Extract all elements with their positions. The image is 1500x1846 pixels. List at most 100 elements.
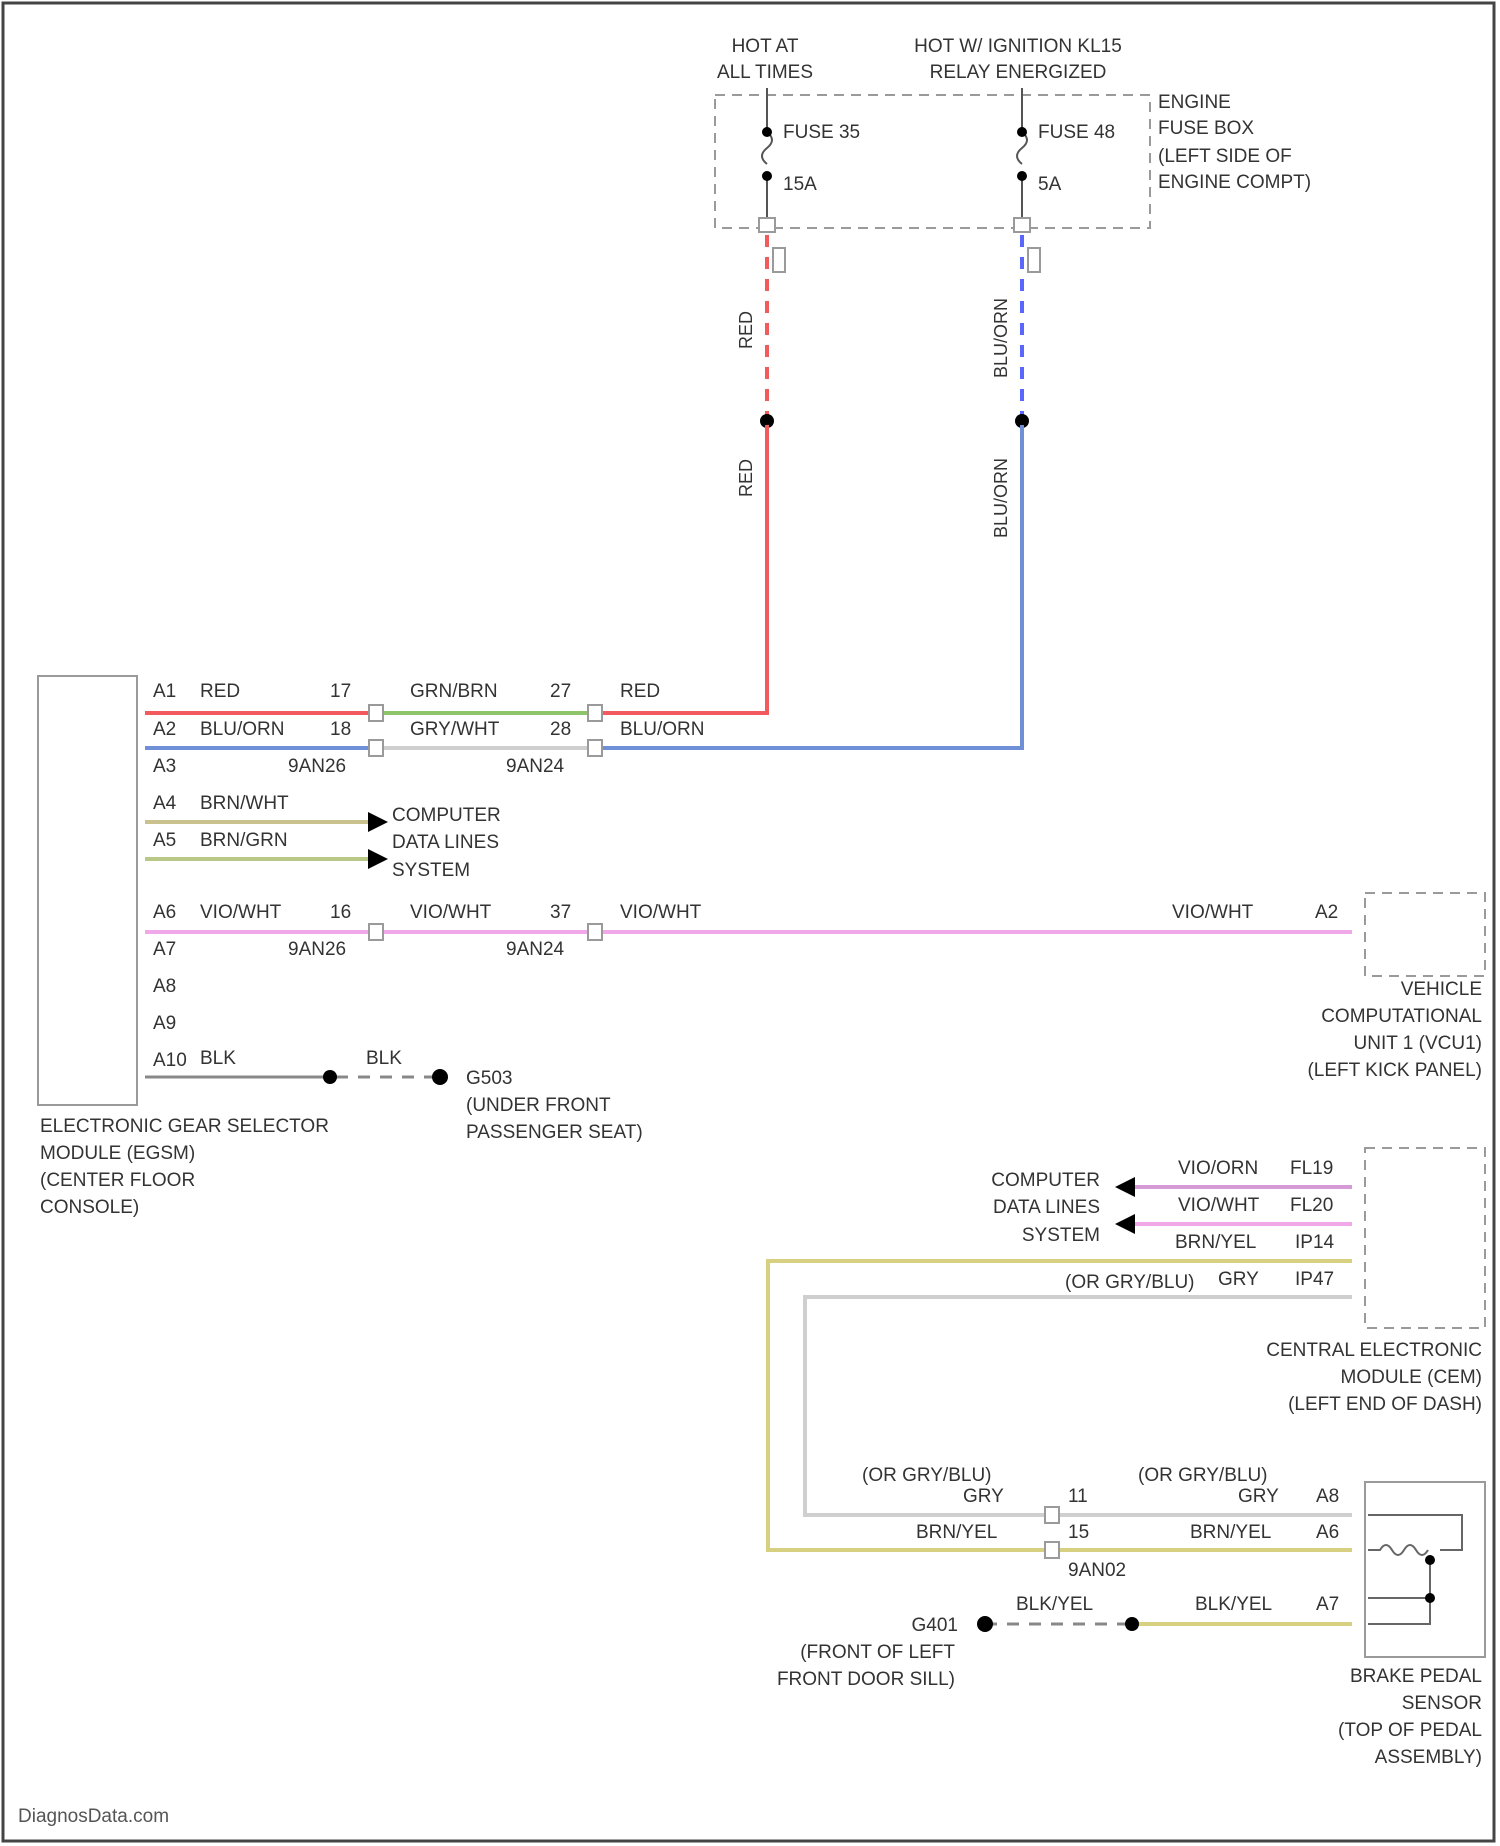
egsm-label-line2: MODULE (EGSM): [40, 1143, 195, 1164]
fuse-box-label-line3: (LEFT SIDE OF: [1158, 146, 1292, 167]
label-conn-28: 28: [550, 719, 571, 740]
connector-a2-right: [588, 740, 602, 756]
connector-a1-right: [588, 705, 602, 721]
label-conn-15: 15: [1068, 1522, 1089, 1543]
cem-pin-ip14: IP14: [1295, 1232, 1335, 1253]
label-mid2-gry: GRY/WHT: [410, 719, 500, 740]
label-conn-18: 18: [330, 719, 351, 740]
watermark: DiagnosData.com: [18, 1806, 169, 1827]
ground-g503-symbol: [432, 1069, 448, 1085]
label-brake-gry-right: GRY: [1238, 1486, 1279, 1507]
vcu1-label: VEHICLE COMPUTATIONAL UNIT 1 (VCU1) (LEF…: [1307, 979, 1482, 1081]
connector-brn-15: [1045, 1542, 1059, 1558]
connector-gry-11: [1045, 1507, 1059, 1523]
fuse-box-label-line2: FUSE BOX: [1158, 118, 1254, 139]
label-blk-2: BLK: [366, 1048, 402, 1069]
hot-ignition-line1: HOT W/ IGNITION KL15: [914, 36, 1122, 57]
label-conn-16: 16: [330, 902, 351, 923]
ground-splice-a7: [1125, 1617, 1139, 1631]
egsm-pin-a1: A1: [153, 681, 176, 702]
label-brake-alt-left: (OR GRY/BLU): [862, 1465, 992, 1486]
fuse-box-pin-left: [773, 248, 785, 272]
label-conn-27: 27: [550, 681, 571, 702]
cds-left-line1: COMPUTER: [392, 805, 501, 826]
label-cem-brn-yel: BRN/YEL: [1175, 1232, 1256, 1253]
brake-label-line2: SENSOR: [1402, 1693, 1482, 1714]
label-brake-brn-left: BRN/YEL: [916, 1522, 997, 1543]
vcu-label-line3: UNIT 1 (VCU1): [1354, 1033, 1482, 1054]
brake-label-line3: (TOP OF PEDAL: [1338, 1720, 1482, 1741]
brake-sensor-label: BRAKE PEDAL SENSOR (TOP OF PEDAL ASSEMBL…: [1338, 1666, 1482, 1768]
brake-sensor-node-2: [1425, 1593, 1435, 1603]
fuse-box-label-line1: ENGINE: [1158, 92, 1231, 113]
connector-a6-right: [588, 924, 602, 940]
label-a1-red: RED: [200, 681, 240, 702]
egsm-pin-a5: A5: [153, 830, 176, 851]
arrow-fl20: [1115, 1214, 1135, 1234]
red-upper-label: RED: [736, 311, 756, 349]
cem-pin-ip47: IP47: [1295, 1269, 1334, 1290]
cem-label: CENTRAL ELECTRONIC MODULE (CEM) (LEFT EN…: [1266, 1340, 1482, 1415]
cem-pin-fl19: FL19: [1290, 1158, 1333, 1179]
label-a4-brn: BRN/WHT: [200, 793, 289, 814]
egsm-label-line4: CONSOLE): [40, 1197, 139, 1218]
hot-at-all-times-line2: ALL TIMES: [717, 62, 813, 83]
label-brake-brn-right: BRN/YEL: [1190, 1522, 1271, 1543]
brake-pedal-sensor-box: [1365, 1482, 1485, 1657]
label-blk-yel-right: BLK/YEL: [1195, 1594, 1272, 1615]
engine-fuse-box-outline: [715, 95, 1150, 228]
fuse-box-connector-right: [1014, 218, 1030, 232]
arrow-fl19: [1115, 1177, 1135, 1197]
arrow-a4: [368, 812, 388, 832]
label-right1-red: RED: [620, 681, 660, 702]
label-cem-alt: (OR GRY/BLU): [1065, 1272, 1195, 1293]
cem-label-line1: CENTRAL ELECTRONIC: [1266, 1340, 1482, 1361]
egsm-module-box: [38, 676, 137, 1105]
label-conn-17: 17: [330, 681, 351, 702]
egsm-pin-a10: A10: [153, 1050, 187, 1071]
blu-upper-label: BLU/ORN: [991, 298, 1011, 378]
ground-splice-a10: [323, 1070, 337, 1084]
connector-a1-left: [369, 705, 383, 721]
power-source-labels: HOT AT ALL TIMES HOT W/ IGNITION KL15 RE…: [717, 36, 1122, 83]
egsm-pin-labels: A1 A2 A3 A4 A5 A6 A7 A8 A9 A10: [153, 681, 187, 1071]
label-cem-gry: GRY: [1218, 1269, 1259, 1290]
egsm-pin-a9: A9: [153, 1013, 176, 1034]
cds-left-line2: DATA LINES: [392, 832, 499, 853]
label-cem-vio-orn: VIO/ORN: [1178, 1158, 1258, 1179]
fuse-48-rating: 5A: [1038, 174, 1062, 195]
cds-right-line1: COMPUTER: [991, 1170, 1100, 1191]
brake-label-line4: ASSEMBLY): [1375, 1747, 1482, 1768]
egsm-label-line1: ELECTRONIC GEAR SELECTOR: [40, 1116, 329, 1137]
ground-g401-loc-2: FRONT DOOR SILL): [777, 1669, 955, 1690]
cem-label-line2: MODULE (CEM): [1341, 1367, 1482, 1388]
brake-sensor-internal: [1368, 1515, 1462, 1624]
label-9an26-top: 9AN26: [288, 756, 346, 777]
blu-lower-label: BLU/ORN: [991, 458, 1011, 538]
label-conn-37: 37: [550, 902, 571, 923]
vcu-label-line4: (LEFT KICK PANEL): [1307, 1060, 1482, 1081]
fuse-48-name: FUSE 48: [1038, 122, 1115, 143]
label-9an24-bottom: 9AN24: [506, 939, 565, 960]
label-9an24-top: 9AN24: [506, 756, 565, 777]
label-a2-blu: BLU/ORN: [200, 719, 284, 740]
hot-ignition-line2: RELAY ENERGIZED: [930, 62, 1107, 83]
label-brake-gry-left: GRY: [963, 1486, 1004, 1507]
label-right-a6-vio: VIO/WHT: [620, 902, 702, 923]
egsm-pin-a8: A8: [153, 976, 176, 997]
hot-at-all-times-line1: HOT AT: [732, 36, 799, 57]
vcu1-module-box: [1365, 893, 1485, 976]
cem-label-line3: (LEFT END OF DASH): [1288, 1394, 1482, 1415]
cds-right-line3: SYSTEM: [1022, 1225, 1100, 1246]
ground-g503-loc-1: (UNDER FRONT: [466, 1095, 611, 1116]
label-9an26-bottom: 9AN26: [288, 939, 346, 960]
vcu-label-line2: COMPUTATIONAL: [1321, 1006, 1482, 1027]
egsm-pin-a3: A3: [153, 756, 176, 777]
fuse-35-name: FUSE 35: [783, 122, 860, 143]
egsm-pin-a2: A2: [153, 719, 176, 740]
label-vcu-in-vio: VIO/WHT: [1172, 902, 1254, 923]
connector-a6-left: [369, 924, 383, 940]
cds-right-line2: DATA LINES: [993, 1197, 1100, 1218]
vcu-label-line1: VEHICLE: [1401, 979, 1482, 1000]
egsm-pin-a7: A7: [153, 939, 176, 960]
